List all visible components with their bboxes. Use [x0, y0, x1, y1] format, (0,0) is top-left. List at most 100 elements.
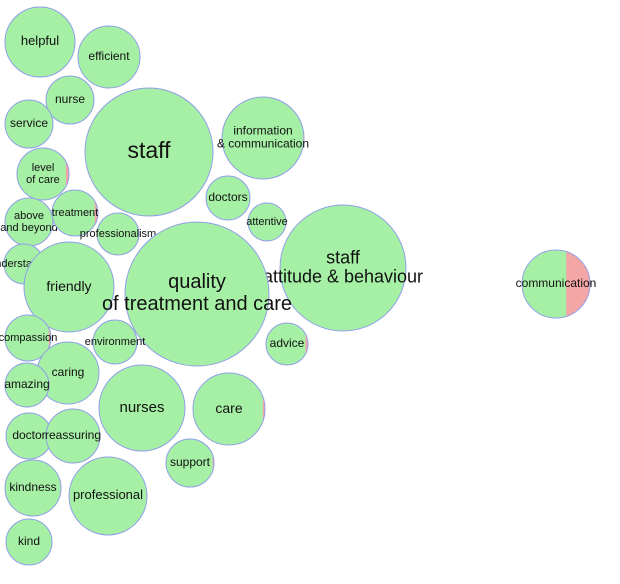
bubble-compassion-positive	[5, 315, 51, 361]
bubble-kind: kind	[5, 518, 53, 566]
bubble-advice-positive	[266, 323, 308, 365]
bubble-efficient: efficient	[77, 25, 141, 89]
bubble-label-support: support	[170, 455, 211, 469]
bubble-communication-negative	[566, 251, 590, 317]
bubble-professionalism: professionalism	[80, 212, 156, 256]
bubble-kind-positive	[6, 519, 52, 565]
bubble-information-and-communication-outline	[221, 96, 305, 180]
bubble-professionalism-outline	[96, 212, 140, 256]
bubble-professionalism-positive	[97, 213, 139, 255]
bubble-environment-positive	[93, 320, 137, 364]
bubble-label-reassuring: reassuring	[45, 428, 101, 442]
bubble-compassion-outline	[4, 314, 52, 362]
bubble-staff-attitude-and-behaviour-positive	[280, 205, 406, 331]
bubble-environment-outline	[92, 319, 138, 365]
bubble-nurses: nurses	[98, 364, 186, 452]
bubble-staff-positive	[85, 88, 213, 216]
bubble-support-outline	[165, 438, 215, 488]
bubble-compassion: compassion	[0, 314, 57, 362]
bubble-label-nurse: nurse	[55, 92, 85, 106]
bubble-communication-outline	[521, 249, 591, 319]
bubble-information-and-communication-positive	[222, 97, 304, 179]
bubble-caring: caring	[36, 341, 100, 405]
bubble-kindness-positive	[5, 460, 61, 516]
bubble-label-advice: advice	[270, 336, 305, 350]
bubble-doctors-outline	[205, 175, 251, 221]
bubble-attentive-outline	[247, 202, 287, 242]
bubble-nurses-positive	[99, 365, 185, 451]
bubble-support-positive	[166, 439, 214, 487]
bubble-efficient-positive	[78, 26, 140, 88]
bubble-attentive-positive	[248, 203, 286, 241]
bubble-amazing-outline	[4, 362, 50, 408]
bubble-label-care: care	[215, 400, 242, 416]
bubble-amazing-positive	[5, 363, 49, 407]
bubble-quality-of-treatment-and-care-outline	[124, 221, 270, 367]
bubble-label-nurses: nurses	[119, 399, 164, 416]
bubble-service: service	[4, 99, 54, 149]
bubble-professional-positive	[69, 457, 147, 535]
bubble-label-professionalism: professionalism	[80, 228, 156, 240]
bubble-advice-outline	[265, 322, 309, 366]
bubble-kindness: kindness	[4, 459, 62, 517]
bubble-advice: advice	[265, 322, 309, 366]
bubble-doctors: doctors	[205, 175, 251, 221]
bubble-friendly-outline	[23, 241, 115, 333]
bubble-label-attentive: attentive	[246, 216, 288, 228]
bubble-helpful-positive	[5, 7, 75, 77]
bubble-label-caring: caring	[52, 365, 85, 379]
bubble-label-staff: staff	[127, 137, 171, 163]
bubble-doctor-positive	[6, 413, 52, 459]
bubble-information-and-communication: information& communication	[217, 96, 309, 180]
bubble-support: support	[165, 438, 215, 488]
bubble-kindness-outline	[4, 459, 62, 517]
bubble-label-kind: kind	[18, 534, 40, 548]
bubble-doctors-positive	[206, 176, 250, 220]
bubble-label-friendly: friendly	[46, 278, 91, 294]
bubble-label-service: service	[10, 116, 48, 130]
bubble-care-positive	[193, 373, 265, 445]
bubble-level-of-care-positive	[17, 148, 69, 200]
bubble-care: care	[192, 372, 266, 446]
bubble-label-communication: communication	[516, 276, 597, 290]
bubble-attentive: attentive	[246, 202, 288, 242]
bubble-service-outline	[4, 99, 54, 149]
bubble-reassuring: reassuring	[45, 408, 101, 464]
bubble-label-kindness: kindness	[9, 480, 56, 494]
bubble-nurses-outline	[98, 364, 186, 452]
bubble-helpful-outline	[4, 6, 76, 78]
bubble-amazing: amazing	[4, 362, 50, 408]
bubble-service-positive	[5, 100, 53, 148]
bubble-friendly-positive	[24, 242, 114, 332]
bubble-label-doctor: doctor	[12, 428, 45, 442]
bubble-friendly: friendly	[23, 241, 115, 333]
bubble-nurse-positive	[46, 76, 94, 124]
bubble-label-environment: environment	[85, 336, 146, 348]
bubble-nurse: nurse	[45, 75, 95, 125]
bubble-reassuring-outline	[45, 408, 101, 464]
bubble-caring-positive	[37, 342, 99, 404]
bubble-kind-outline	[5, 518, 53, 566]
bubble-helpful: helpful	[4, 6, 76, 78]
bubble-treatment: treatment	[51, 189, 99, 237]
bubble-label-professional: professional	[73, 487, 143, 502]
bubble-label-compassion: compassion	[0, 332, 57, 344]
bubble-professional-outline	[68, 456, 148, 536]
bubble-staff-attitude-and-behaviour-outline	[279, 204, 407, 332]
bubble-level-of-care-outline	[16, 147, 70, 201]
bubble-label-amazing: amazing	[4, 377, 49, 391]
bubble-reassuring-positive	[46, 409, 100, 463]
bubble-treatment-outline	[51, 189, 99, 237]
bubble-label-doctors: doctors	[208, 190, 247, 204]
bubble-nurse-outline	[45, 75, 95, 125]
bubble-efficient-outline	[77, 25, 141, 89]
